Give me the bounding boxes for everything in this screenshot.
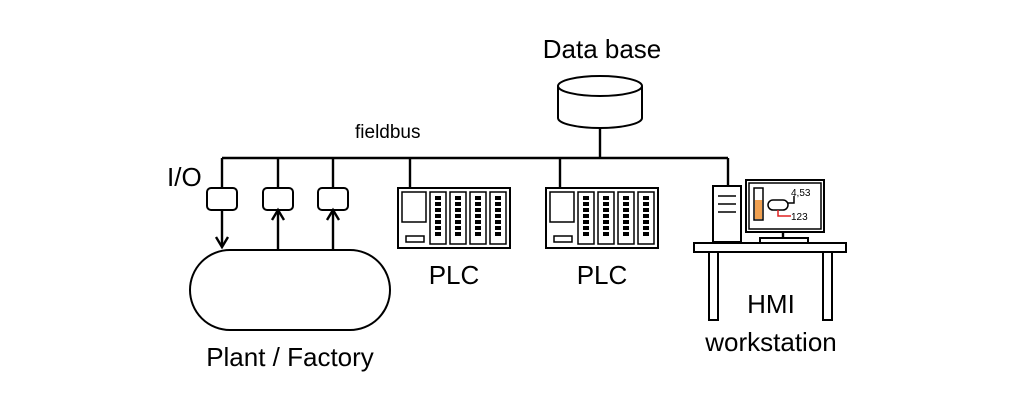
plc-led	[623, 214, 629, 218]
plc-led	[475, 208, 481, 212]
plc-label-2: PLC	[577, 260, 628, 290]
plc-led	[495, 214, 501, 218]
plc-led	[435, 214, 441, 218]
plc-led	[475, 202, 481, 206]
plc-led	[623, 232, 629, 236]
plc-led	[435, 202, 441, 206]
plc-led	[475, 220, 481, 224]
plc-led	[455, 208, 461, 212]
plc-io-card	[617, 191, 635, 245]
screen-value-1: 4,53	[791, 188, 811, 199]
plc-led	[603, 232, 609, 236]
plc-led	[603, 214, 609, 218]
plc-io-card	[429, 191, 447, 245]
io-module-3	[317, 158, 349, 252]
plant-label: Plant / Factory	[206, 342, 374, 372]
plc-led	[623, 220, 629, 224]
plc-icon	[397, 187, 511, 249]
plc-led	[643, 220, 649, 224]
plc-label-1: PLC	[429, 260, 480, 290]
plc-led	[583, 232, 589, 236]
fieldbus-line	[222, 128, 728, 160]
desk-icon	[693, 242, 847, 253]
plc-led	[643, 196, 649, 200]
io-module-1	[206, 158, 238, 250]
plc-led	[455, 232, 461, 236]
plc-led	[603, 220, 609, 224]
plc-led	[643, 202, 649, 206]
plc-led	[583, 220, 589, 224]
plc-led	[623, 202, 629, 206]
arrow-up-icon	[325, 207, 341, 221]
arrow-up-icon	[270, 207, 286, 221]
plc-led	[475, 214, 481, 218]
plc-led	[583, 196, 589, 200]
plc-led	[495, 226, 501, 230]
plc-led	[643, 226, 649, 230]
plc-led	[435, 232, 441, 236]
hmi-label-line1: HMI	[747, 289, 795, 319]
hmi-workstation-icon: 4,53 123	[693, 179, 847, 321]
plc-led	[495, 196, 501, 200]
hmi-label-line2: workstation	[704, 327, 837, 357]
screen-value-2: 123	[791, 212, 808, 223]
plc-io-card	[577, 191, 595, 245]
plant-icon	[189, 249, 391, 331]
plc-led	[643, 232, 649, 236]
plc-led	[475, 196, 481, 200]
plc-led	[623, 208, 629, 212]
plc-icon	[545, 187, 659, 249]
io-module-2	[262, 158, 294, 252]
database-icon	[557, 75, 643, 129]
plc-led	[435, 208, 441, 212]
plc-led	[435, 196, 441, 200]
plc-led	[603, 226, 609, 230]
plc-led	[623, 196, 629, 200]
plc-led	[495, 220, 501, 224]
plc-led	[583, 202, 589, 206]
plc-led	[583, 214, 589, 218]
plc-io-card	[597, 191, 615, 245]
plc-led	[623, 226, 629, 230]
plc-led	[643, 214, 649, 218]
plc-led	[583, 226, 589, 230]
io-label: I/O	[167, 162, 202, 192]
plc-io-card	[489, 191, 507, 245]
plc-led	[603, 196, 609, 200]
plc-led	[455, 226, 461, 230]
computer-tower-icon	[712, 185, 742, 243]
plc-led	[455, 196, 461, 200]
database-label: Data base	[543, 34, 662, 64]
plc-io-card	[469, 191, 487, 245]
plc-led	[643, 208, 649, 212]
plc-io-card	[449, 191, 467, 245]
plc-io-card	[637, 191, 655, 245]
plc-led	[435, 220, 441, 224]
plc-led	[495, 232, 501, 236]
fieldbus-label: fieldbus	[355, 122, 421, 143]
plc-led	[455, 220, 461, 224]
plc-led	[475, 232, 481, 236]
plc-led	[435, 226, 441, 230]
plc-led	[455, 202, 461, 206]
arrow-down-icon	[214, 236, 230, 250]
plc-led	[603, 208, 609, 212]
plc-led	[495, 208, 501, 212]
plc-led	[475, 226, 481, 230]
plc-led	[455, 214, 461, 218]
plc-led	[603, 202, 609, 206]
plc-led	[495, 202, 501, 206]
plc-led	[583, 208, 589, 212]
